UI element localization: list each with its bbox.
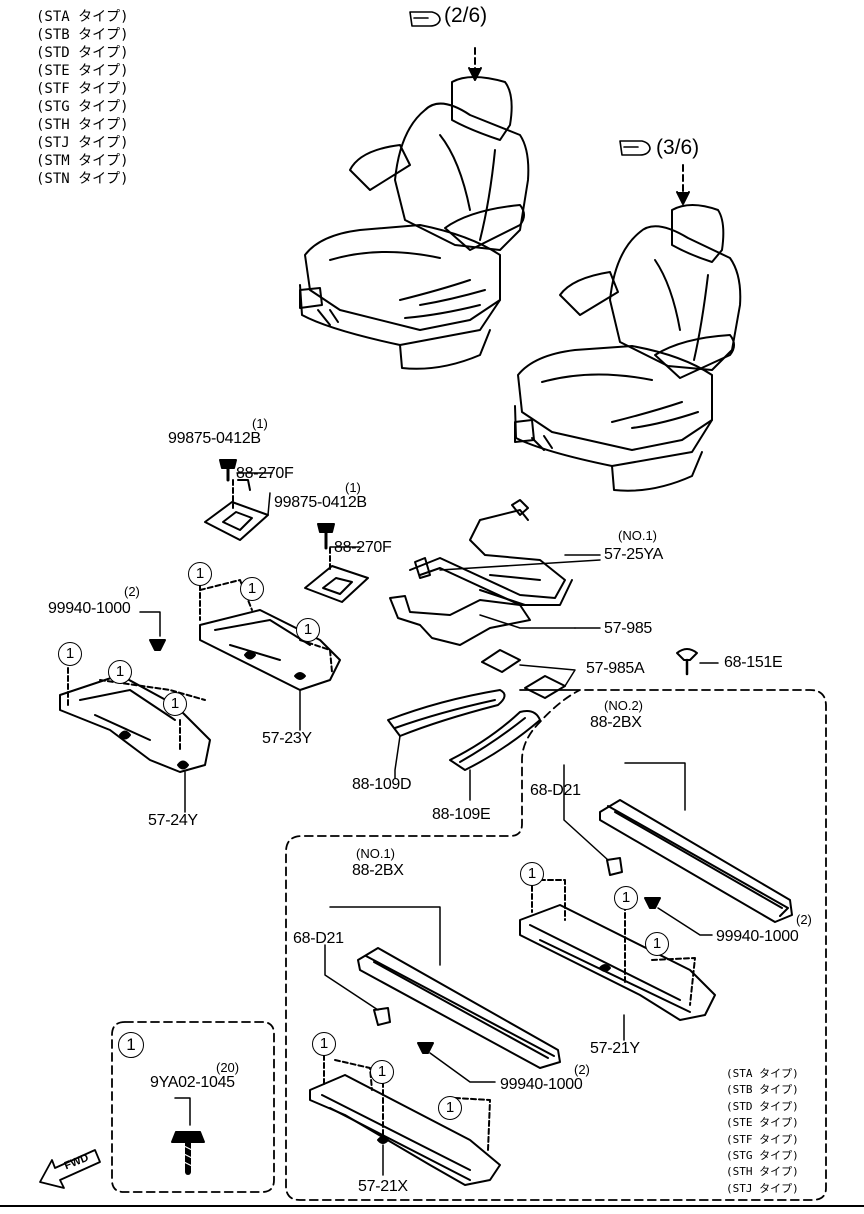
type-item: (STD タイプ) xyxy=(36,45,129,61)
part-label[interactable]: 88-109E xyxy=(432,806,491,823)
part-label[interactable]: 99940-1000 xyxy=(48,600,131,617)
part-label[interactable]: 99875-0412B xyxy=(274,494,367,511)
type-item: (STG タイプ) xyxy=(36,99,129,115)
circle-marker-legend: 1 xyxy=(118,1032,144,1058)
type-item: (STH タイプ) xyxy=(36,117,129,133)
type-item: (STA タイプ) xyxy=(36,9,129,25)
fwd-arrow-icon xyxy=(39,1149,101,1189)
circle-marker[interactable]: 1 xyxy=(645,932,669,956)
type-list-top: (STA タイプ) (STB タイプ) (STD タイプ) (STE タイプ) … xyxy=(36,8,129,188)
seat-ref-link-2[interactable]: (3/6) xyxy=(656,136,700,159)
seat-ref-link-1[interactable]: (2/6) xyxy=(444,4,488,27)
circle-marker[interactable]: 1 xyxy=(312,1032,336,1056)
qty-label: (2) xyxy=(124,584,140,599)
type-item: (STE タイプ) xyxy=(36,63,129,79)
seat-illustration-1 xyxy=(299,76,530,370)
type-item: (STA タイプ) xyxy=(726,1067,799,1080)
qty-label: (1) xyxy=(345,480,361,495)
part-label[interactable]: 88-270F xyxy=(334,539,392,556)
circle-marker[interactable]: 1 xyxy=(438,1096,462,1120)
part-label[interactable]: 99940-1000 xyxy=(716,928,799,945)
qty-label: (20) xyxy=(216,1060,240,1075)
part-label[interactable]: 57-23Y xyxy=(262,730,312,747)
qty-label: (NO.1) xyxy=(356,846,395,861)
part-label[interactable]: 68-D21 xyxy=(530,782,581,799)
part-label[interactable]: 88-2BX xyxy=(590,714,642,731)
pointer-icon xyxy=(619,140,651,156)
type-list-bottom: (STA タイプ) (STB タイプ) (STD タイプ) (STE タイプ) … xyxy=(726,1066,799,1197)
type-item: (STF タイプ) xyxy=(36,81,129,97)
type-item: (STB タイプ) xyxy=(726,1083,799,1097)
part-label[interactable]: 9YA02-1045 xyxy=(150,1074,235,1091)
circle-marker[interactable]: 1 xyxy=(240,577,264,601)
part-label[interactable]: 57-21X xyxy=(358,1178,408,1195)
qty-label: (2) xyxy=(796,912,812,927)
qty-label: (NO.2) xyxy=(604,698,643,713)
part-label[interactable]: 88-270F xyxy=(236,465,294,482)
type-item: (STH タイプ) xyxy=(726,1165,799,1179)
type-item: (STJ タイプ) xyxy=(36,135,129,151)
type-item: (STM タイプ) xyxy=(36,153,129,169)
part-label[interactable]: 57-25YA xyxy=(604,546,663,563)
part-label[interactable]: 99875-0412B xyxy=(168,430,261,447)
type-item: (STD タイプ) xyxy=(726,1099,799,1113)
circle-marker[interactable]: 1 xyxy=(58,642,82,666)
type-item: (STF タイプ) xyxy=(726,1132,799,1146)
seat-illustration-2 xyxy=(514,204,742,492)
circle-marker[interactable]: 1 xyxy=(370,1060,394,1084)
bottom-rule xyxy=(0,1205,864,1207)
circle-marker[interactable]: 1 xyxy=(188,562,212,586)
qty-label: (NO.1) xyxy=(618,528,657,543)
part-label[interactable]: 57-985 xyxy=(604,620,653,637)
circle-marker[interactable]: 1 xyxy=(163,692,187,716)
circle-marker[interactable]: 1 xyxy=(520,862,544,886)
circle-marker[interactable]: 1 xyxy=(108,660,132,684)
part-label[interactable]: 99940-1000 xyxy=(500,1076,583,1093)
type-item: (STG タイプ) xyxy=(726,1149,799,1163)
part-label[interactable]: 57-985A xyxy=(586,660,645,677)
part-label[interactable]: 68-D21 xyxy=(293,930,344,947)
pointer-icon xyxy=(409,11,441,27)
type-item: (STJ タイプ) xyxy=(726,1181,799,1195)
qty-label: (2) xyxy=(574,1062,590,1077)
part-label[interactable]: 57-24Y xyxy=(148,812,198,829)
part-label[interactable]: 68-151E xyxy=(724,654,783,671)
part-label[interactable]: 88-109D xyxy=(352,776,412,793)
qty-label: (1) xyxy=(252,416,268,431)
type-item: (STN タイプ) xyxy=(36,171,129,187)
circle-marker[interactable]: 1 xyxy=(296,618,320,642)
type-item: (STE タイプ) xyxy=(726,1116,799,1130)
type-item: (STB タイプ) xyxy=(36,27,129,43)
part-label[interactable]: 57-21Y xyxy=(590,1040,640,1057)
part-label[interactable]: 88-2BX xyxy=(352,862,404,879)
circle-marker[interactable]: 1 xyxy=(614,886,638,910)
